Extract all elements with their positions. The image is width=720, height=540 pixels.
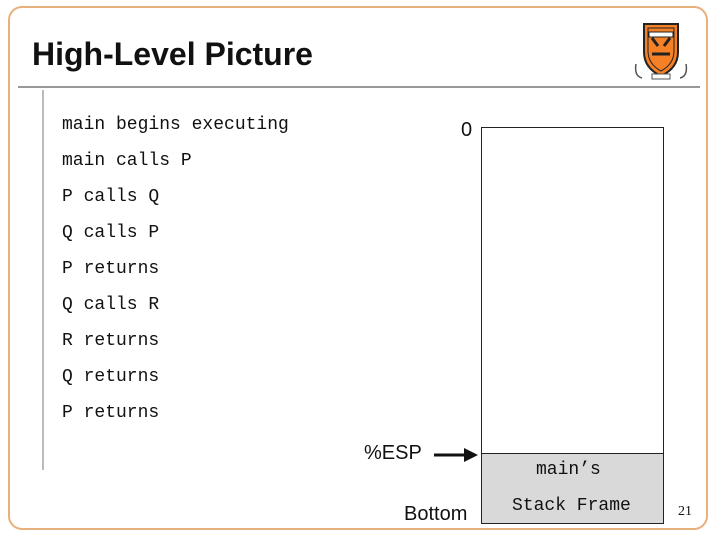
- esp-pointer-label: %ESP: [364, 442, 422, 464]
- step-7: R returns: [62, 331, 160, 351]
- step-5: P returns: [62, 259, 160, 279]
- main-frame-label-line1: main’s: [536, 460, 601, 480]
- step-4: Q calls P: [62, 223, 160, 243]
- main-frame-label-line2: Stack Frame: [512, 496, 631, 516]
- main-stack-frame: [481, 453, 664, 524]
- step-2: main calls P: [62, 151, 192, 171]
- step-8: Q returns: [62, 367, 160, 387]
- content-divider: [42, 90, 44, 470]
- step-6: Q calls R: [62, 295, 160, 315]
- esp-arrow-icon: [434, 448, 478, 462]
- stack-bottom-label: Bottom: [404, 503, 468, 525]
- stack-top-address-label: 0: [461, 119, 473, 141]
- slide-title: High-Level Picture: [32, 36, 313, 72]
- step-9: P returns: [62, 403, 160, 423]
- step-3: P calls Q: [62, 187, 160, 207]
- step-1: main begins executing: [62, 115, 289, 135]
- slide-frame: [8, 6, 708, 530]
- princeton-shield-icon: [634, 23, 688, 80]
- title-divider: [18, 86, 700, 88]
- page-number: 21: [678, 504, 692, 519]
